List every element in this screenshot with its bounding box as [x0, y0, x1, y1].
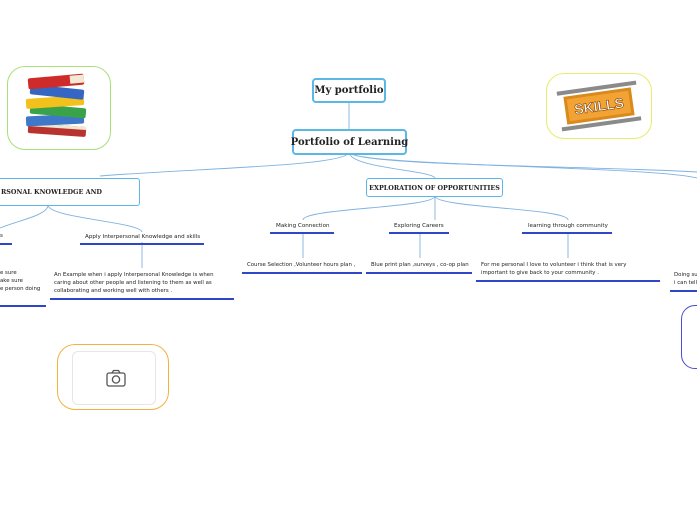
making-connection-topic[interactable]: Making Connection [276, 223, 330, 229]
skills-illustration: SKILLS [556, 80, 642, 132]
apply-interpersonal-topic[interactable]: Apply Interpersonal Knowledge and skills [85, 234, 201, 240]
center-node[interactable]: Portfolio of Learning [290, 129, 409, 155]
learning-community-underline [522, 232, 612, 234]
center-node-label: Portfolio of Learning [290, 136, 409, 148]
exploring-careers-topic[interactable]: Exploring Careers [394, 223, 444, 229]
books-illustration [25, 73, 87, 137]
camera-image-frame[interactable] [57, 344, 169, 410]
camera-icon [106, 369, 126, 387]
root-node-label: My portfolio [314, 85, 384, 96]
learning-community-text: For me personal I love to volunteer i th… [481, 262, 627, 277]
branch-personal-knowledge-label: RSONAL KNOWLEDGE AND [1, 188, 102, 196]
camera-image-placeholder[interactable] [72, 351, 156, 405]
apply-interpersonal-text: An Example when i apply Interpersonal Kn… [54, 272, 214, 295]
skills-image-frame: SKILLS [546, 73, 652, 139]
exploring-careers-text-underline [366, 272, 472, 274]
apply-interpersonal-underline [80, 243, 204, 245]
right-partial-underline [670, 290, 697, 292]
skills-label: SKILLS [573, 95, 625, 118]
right-partial-image-frame [681, 305, 697, 369]
left-partial-text: e sure ake sure e person doing [0, 270, 41, 293]
root-node[interactable]: My portfolio [312, 78, 386, 103]
learning-community-topic[interactable]: learning through community [528, 223, 608, 229]
books-image-frame [7, 66, 111, 150]
left-partial-underline [0, 305, 46, 307]
left-stub-underline [0, 243, 12, 245]
making-connection-text-underline [242, 272, 362, 274]
branch-exploration[interactable]: EXPLORATION OF OPPORTUNITIES [366, 178, 503, 197]
making-connection-text: Course Selection ,Volunteer hours plan , [247, 262, 356, 268]
right-partial-text: Doing su i can tell [674, 272, 697, 287]
branch-exploration-label: EXPLORATION OF OPPORTUNITIES [369, 183, 500, 192]
branch-personal-knowledge[interactable]: RSONAL KNOWLEDGE AND [0, 178, 140, 206]
apply-interpersonal-text-underline [50, 298, 234, 300]
exploring-careers-text: Blue print plan ,surveys , co-op plan [371, 262, 469, 268]
making-connection-underline [270, 232, 334, 234]
left-stub-topic[interactable]: s [0, 233, 3, 239]
learning-community-text-underline [476, 280, 660, 282]
exploring-careers-underline [389, 232, 449, 234]
